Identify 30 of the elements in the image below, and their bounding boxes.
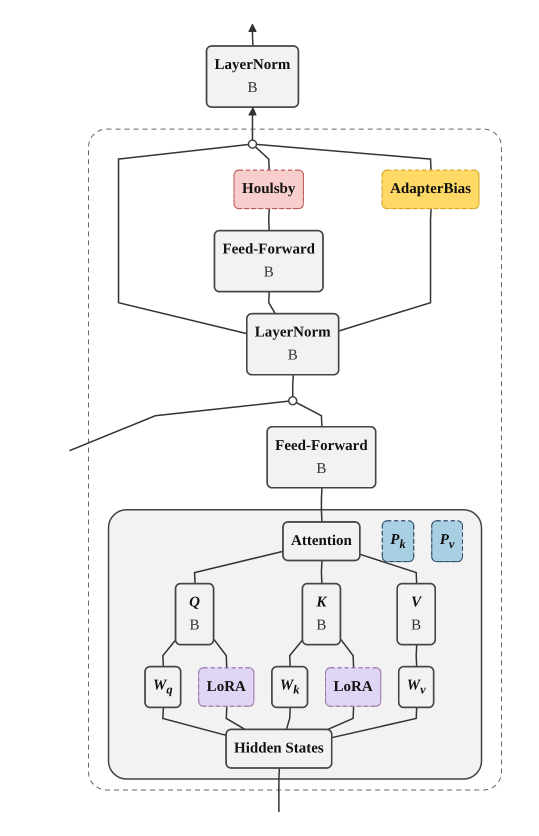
connector: [338, 209, 432, 332]
connector: [340, 639, 354, 668]
connector: [286, 708, 291, 730]
connector: [296, 402, 323, 428]
connector: [278, 768, 280, 812]
arrow: [248, 107, 257, 140]
connector: [118, 144, 249, 334]
cluster: [88, 128, 502, 790]
connector: [268, 292, 276, 315]
connector: [268, 209, 270, 232]
node-circle: [288, 396, 298, 406]
connector: [415, 645, 418, 668]
connector: [292, 375, 294, 397]
connector: [256, 144, 432, 171]
node-circle: [248, 139, 258, 149]
connector: [332, 708, 418, 738]
cluster: [108, 509, 482, 780]
connector: [326, 706, 354, 731]
connector: [162, 639, 177, 668]
connector: [320, 560, 323, 584]
connector: [320, 488, 323, 522]
connector: [226, 706, 246, 731]
connector: [162, 708, 227, 736]
connector: [69, 400, 289, 452]
connector: [288, 639, 304, 668]
connector: [214, 639, 228, 668]
connector: [194, 550, 284, 584]
connector: [254, 146, 270, 171]
connector: [360, 554, 418, 584]
arrow: [248, 24, 257, 47]
